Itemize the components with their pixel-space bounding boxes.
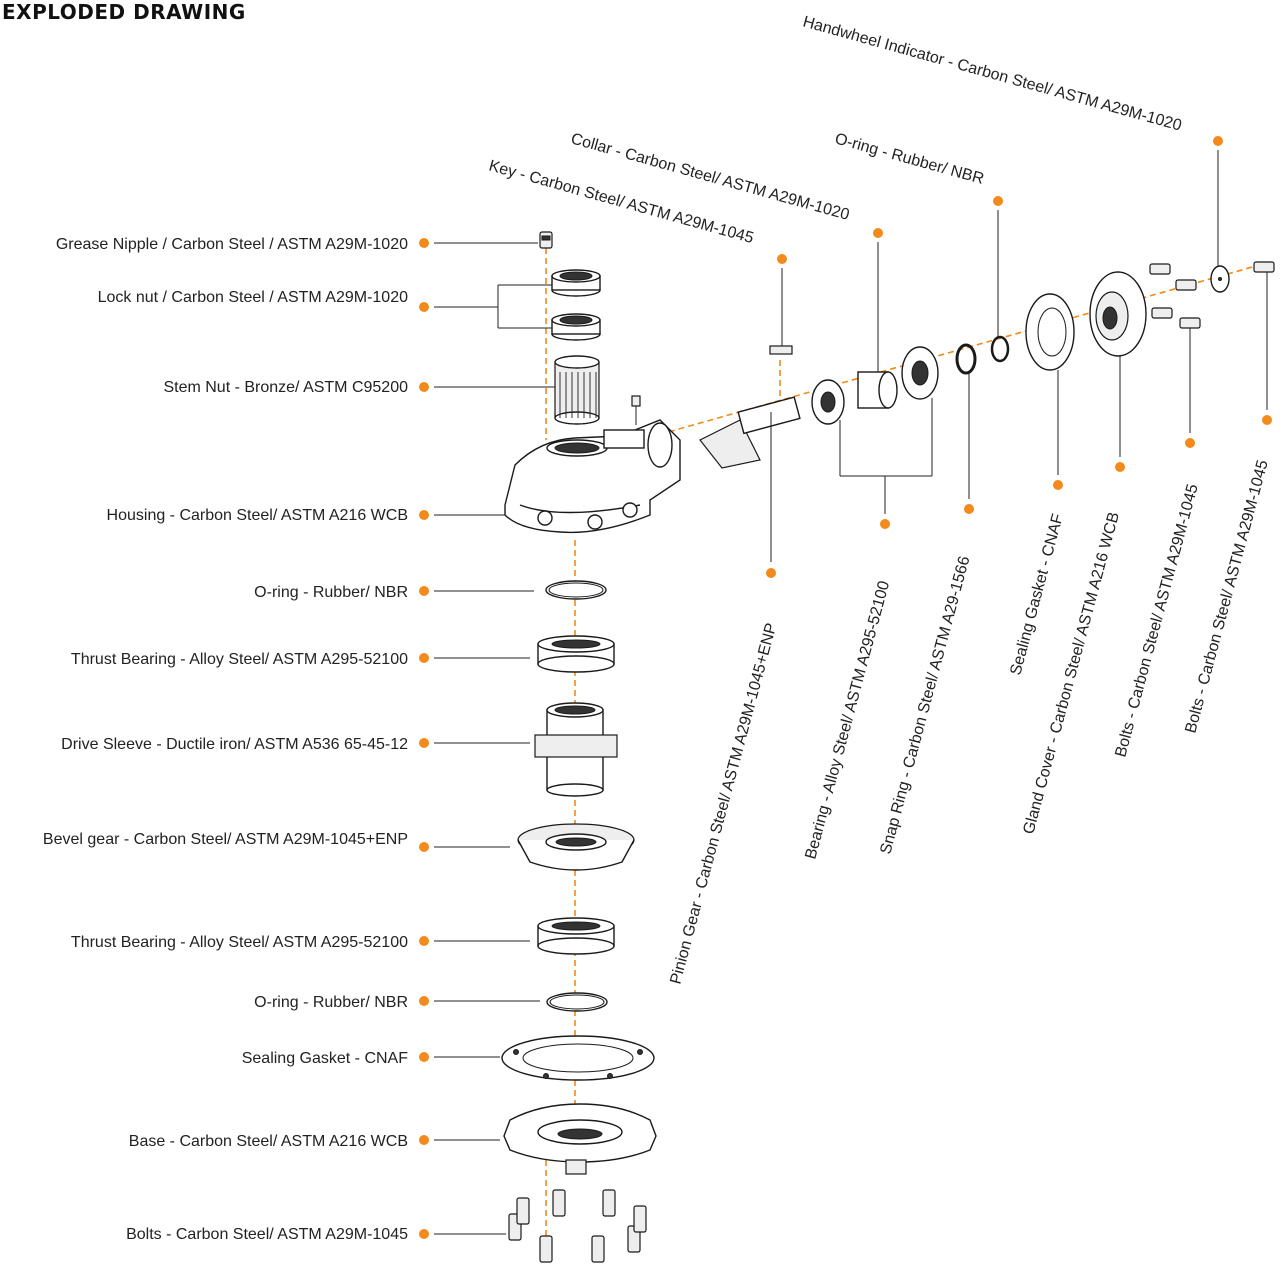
bolts-diagonal-upper-part <box>1149 263 1197 319</box>
label-stem-nut: Stem Nut - Bronze/ ASTM C95200 <box>163 379 408 396</box>
grease-nipple-part <box>539 231 553 249</box>
label-thrust-bearing-upper: Thrust Bearing - Alloy Steel/ ASTM A295-… <box>71 651 408 668</box>
sealing-gasket-diagonal-part <box>1025 293 1075 371</box>
thrust-bearing-upper-part <box>537 635 615 673</box>
bolts-bottom-part <box>508 1189 647 1263</box>
label-snap-ring: Snap Ring - Carbon Steel/ ASTM A29-1566 <box>877 554 973 856</box>
label-drive-sleeve: Drive Sleeve - Ductile iron/ ASTM A536 6… <box>61 736 408 753</box>
left-labels: Grease Nipple / Carbon Steel / ASTM A29M… <box>43 236 408 1243</box>
label-grease-nipple: Grease Nipple / Carbon Steel / ASTM A29M… <box>56 236 408 253</box>
label-gland-cover: Gland Cover - Carbon Steel/ ASTM A216 WC… <box>1020 510 1123 836</box>
o-ring-lower-part <box>546 992 608 1012</box>
label-housing: Housing - Carbon Steel/ ASTM A216 WCB <box>107 507 408 524</box>
label-pinion-gear: Pinion Gear - Carbon Steel/ ASTM A29M-10… <box>667 621 780 986</box>
housing-part <box>504 395 681 534</box>
gland-cover-part <box>1089 271 1147 357</box>
label-bolts-bottom: Bolts - Carbon Steel/ ASTM A29M-1045 <box>126 1226 408 1243</box>
label-handwheel-indicator: Handwheel Indicator - Carbon Steel/ ASTM… <box>801 13 1184 134</box>
stem-nut-part <box>554 355 600 425</box>
lock-nut-upper-part <box>551 269 601 297</box>
leaders-left <box>419 238 555 1239</box>
pinion-gear-part <box>699 396 801 469</box>
snap-ring-part <box>955 343 977 375</box>
label-o-ring-lower: O-ring - Rubber/ NBR <box>254 994 408 1011</box>
label-sealing-gasket-diagonal: Sealing Gasket - CNAF <box>1007 512 1067 677</box>
bevel-gear-part <box>517 823 635 871</box>
label-o-ring-upper: O-ring - Rubber/ NBR <box>254 584 408 601</box>
label-o-ring-top: O-ring - Rubber/ NBR <box>833 130 986 187</box>
bolts-diagonal-lower-part <box>1179 261 1275 329</box>
bottom-callouts: Pinion Gear - Carbon Steel/ ASTM A29M-10… <box>667 272 1272 986</box>
label-bevel-gear: Bevel gear - Carbon Steel/ ASTM A29M-104… <box>43 831 408 848</box>
label-thrust-bearing-lower: Thrust Bearing - Alloy Steel/ ASTM A295-… <box>71 934 408 951</box>
label-lock-nut: Lock nut / Carbon Steel / ASTM A29M-1020 <box>98 289 408 306</box>
diagonal-axis <box>639 261 1271 441</box>
label-bearing: Bearing - Alloy Steel/ ASTM A295-52100 <box>802 579 893 861</box>
page-title: EXPLODED DRAWING <box>2 0 246 24</box>
collar-part <box>857 371 898 409</box>
base-part <box>503 1103 657 1175</box>
label-collar: Collar - Carbon Steel/ ASTM A29M-1020 <box>569 130 851 223</box>
thrust-bearing-lower-part <box>537 917 615 955</box>
o-ring-upper-part <box>545 580 607 600</box>
label-base: Base - Carbon Steel/ ASTM A216 WCB <box>129 1133 408 1150</box>
bearing-1-part <box>811 379 845 425</box>
key-part <box>769 345 793 355</box>
label-sealing-gasket-lower: Sealing Gasket - CNAF <box>242 1050 409 1067</box>
bearing-2-part <box>901 346 939 400</box>
drive-sleeve-part <box>534 702 618 797</box>
handwheel-indicator-part <box>1210 265 1230 293</box>
o-ring-diagonal-part <box>990 335 1010 363</box>
lock-nut-lower-part <box>551 313 601 341</box>
sealing-gasket-lower-part <box>501 1035 655 1081</box>
